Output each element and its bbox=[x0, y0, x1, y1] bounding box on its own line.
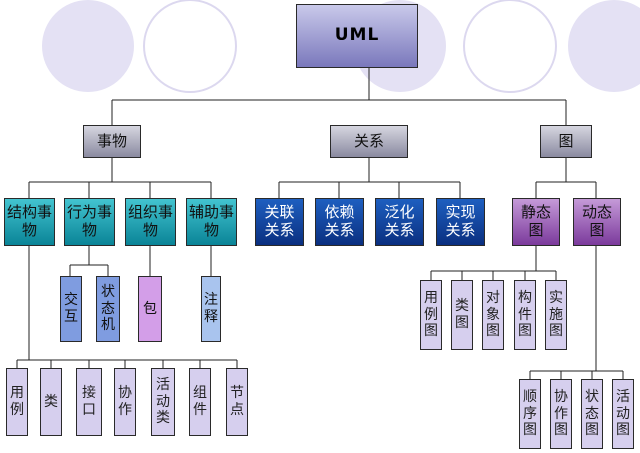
structural-item-use-case: 用例 bbox=[6, 368, 28, 436]
behavioral-item-state-machine: 状态机 bbox=[96, 276, 120, 342]
category-relations: 关系 bbox=[330, 125, 408, 158]
dynamic-diagram-sequence: 顺序图 bbox=[519, 379, 541, 449]
thing-type-behavioral: 行为事物 bbox=[64, 198, 115, 246]
relation-dependency: 依赖关系 bbox=[315, 198, 364, 246]
thing-type-structural: 结构事物 bbox=[4, 198, 55, 246]
thing-type-annotational: 辅助事物 bbox=[186, 198, 237, 246]
relation-realization: 实现关系 bbox=[436, 198, 485, 246]
root-node-uml: UML bbox=[296, 4, 418, 68]
dynamic-diagram-activity: 活动图 bbox=[612, 379, 634, 449]
structural-item-collaboration: 协作 bbox=[114, 368, 136, 436]
annotational-item-note: 注释 bbox=[201, 276, 221, 342]
relation-generalization: 泛化关系 bbox=[375, 198, 424, 246]
static-diagram-component: 构件图 bbox=[514, 280, 536, 350]
static-diagram-use-case: 用例图 bbox=[420, 280, 442, 350]
static-diagram-deployment: 实施图 bbox=[545, 280, 567, 350]
relation-association: 关联关系 bbox=[255, 198, 304, 246]
static-diagram-class: 类图 bbox=[451, 280, 473, 350]
structural-item-interface: 接口 bbox=[76, 368, 102, 436]
structural-item-active-class: 活动类 bbox=[151, 368, 175, 436]
structural-item-component: 组件 bbox=[189, 368, 211, 436]
structural-item-class: 类 bbox=[40, 368, 62, 436]
behavioral-item-interaction: 交互 bbox=[60, 276, 82, 342]
grouping-item-package: 包 bbox=[138, 276, 162, 342]
diagram-type-dynamic: 动态图 bbox=[573, 198, 621, 246]
static-diagram-object: 对象图 bbox=[482, 280, 504, 350]
diagram-type-static: 静态图 bbox=[512, 198, 560, 246]
dynamic-diagram-collaboration: 协作图 bbox=[550, 379, 572, 449]
category-things: 事物 bbox=[83, 125, 141, 158]
category-diagrams: 图 bbox=[540, 125, 592, 158]
structural-item-node: 节点 bbox=[226, 368, 248, 436]
dynamic-diagram-statechart: 状态图 bbox=[581, 379, 603, 449]
thing-type-grouping: 组织事物 bbox=[125, 198, 176, 246]
